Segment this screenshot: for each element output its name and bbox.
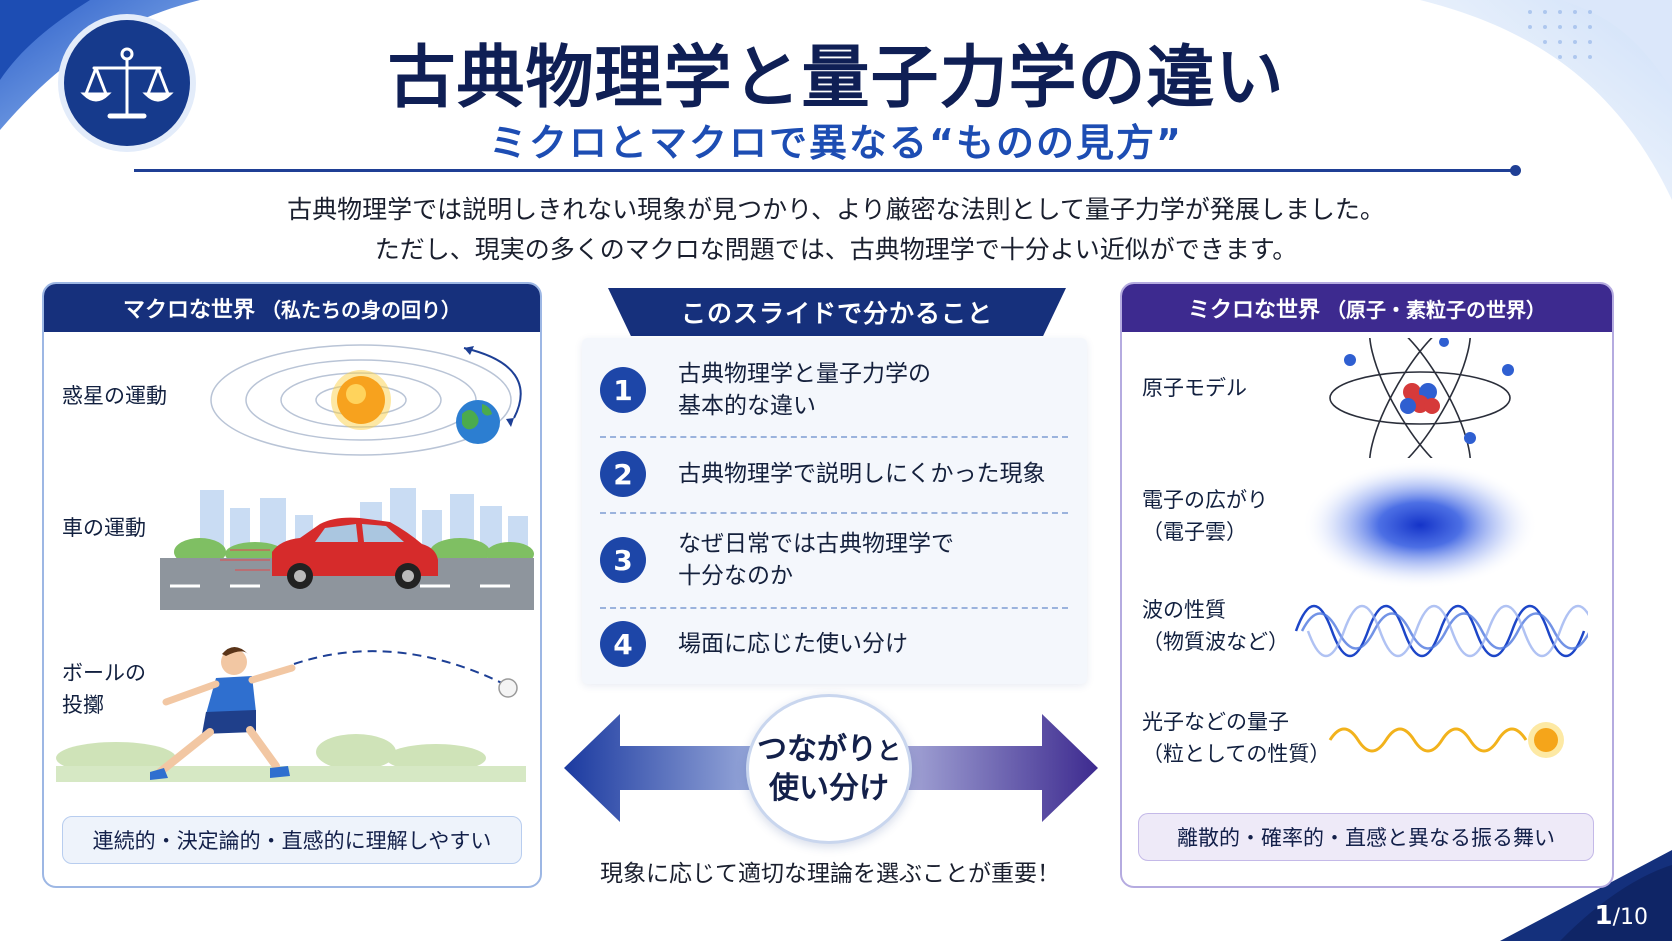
goal-divider — [600, 512, 1068, 514]
earth-icon — [456, 400, 500, 444]
goal-text-3-line2: 十分なのか — [678, 563, 793, 589]
page-total: /10 — [1612, 905, 1648, 930]
connection-circle-particle: と — [877, 736, 901, 765]
connection-circle: つながりと 使い分け — [746, 694, 912, 844]
macro-world-title: マクロな世界 — [122, 298, 255, 323]
goal-number-3: 3 — [600, 537, 646, 583]
page-title: 古典物理学と量子力学の違い — [387, 39, 1285, 118]
boy-throwing-icon — [150, 647, 296, 780]
micro-item-photon-label-2: （粒としての性質） — [1142, 742, 1331, 766]
micro-summary-text: 離散的・確率的・直感と異なる振る舞い — [1177, 826, 1555, 850]
connection-circle-line2: 使い分け — [769, 770, 889, 806]
macro-item-planet-label: 惑星の運動 — [62, 384, 167, 408]
intro-line-2: ただし、現実の多くのマクロな問題では、古典物理学で十分よい近似ができます。 — [374, 235, 1298, 264]
wave-icon — [1294, 604, 1588, 658]
micro-world-panel: ミクロな世界 （原子・素粒子の世界） — [1120, 282, 1614, 888]
goal-text-3-line1: なぜ日常では古典物理学で — [678, 531, 954, 557]
micro-world-title-note: （原子・素粒子の世界） — [1326, 297, 1546, 322]
bottom-note: 現象に応じて適切な理論を選ぶことが重要！ — [600, 861, 1060, 887]
goal-text-2-line1: 古典物理学で説明しにくかった現象 — [678, 461, 1046, 487]
connection-circle-line1: つながり — [757, 731, 877, 767]
planet-orbit-illustration — [210, 344, 522, 456]
goal-item-3: 3 なぜ日常では古典物理学で 十分なのか — [600, 520, 1070, 600]
macro-summary-text: 連続的・決定論的・直感的に理解しやすい — [92, 829, 492, 853]
title-divider — [134, 169, 1518, 172]
page-subtitle: ミクロとマクロで異なる“ものの見方” — [489, 121, 1183, 165]
electron-cloud-icon — [1302, 461, 1538, 589]
photon-icon — [1328, 722, 1564, 758]
goal-item-2: 2 古典物理学で説明しにくかった現象 — [600, 446, 1070, 502]
macro-summary-box: 連続的・決定論的・直感的に理解しやすい — [62, 816, 522, 864]
title-divider-dot — [1510, 165, 1521, 176]
logo-badge — [64, 20, 190, 146]
goal-item-1: 1 古典物理学と量子力学の 基本的な違い — [600, 350, 1070, 430]
car-motion-illustration — [160, 488, 534, 610]
page-number: 1/10 — [1595, 901, 1649, 931]
goal-divider — [600, 436, 1068, 438]
micro-item-cloud-label-2: （電子雲） — [1142, 520, 1247, 544]
goal-number-1: 1 — [600, 367, 646, 413]
micro-summary-box: 離散的・確率的・直感と異なる振る舞い — [1138, 813, 1594, 861]
goal-text-1-line1: 古典物理学と量子力学の — [678, 361, 931, 387]
goal-divider — [600, 607, 1068, 609]
ball-throw-illustration — [56, 647, 526, 782]
macro-item-ball-label-2: 投擲 — [62, 693, 104, 717]
page-current: 1 — [1594, 901, 1613, 931]
macro-world-header: マクロな世界 （私たちの身の回り） — [44, 284, 540, 332]
goal-text-1-line2: 基本的な違い — [678, 393, 816, 419]
slide-goals-list — [582, 338, 1087, 684]
goal-number-4: 4 — [600, 621, 646, 667]
micro-item-cloud-label-1: 電子の広がり — [1142, 488, 1268, 512]
sun-icon — [331, 370, 391, 430]
goal-text-4-line1: 場面に応じた使い分け — [678, 631, 908, 657]
ball-icon — [498, 678, 518, 698]
goal-item-4: 4 場面に応じた使い分け — [600, 617, 1070, 671]
car-icon — [272, 517, 438, 589]
slide-goals-header: このスライドで分かること — [608, 288, 1066, 336]
balance-scale-icon — [80, 47, 174, 119]
macro-item-car-label: 車の運動 — [62, 516, 146, 540]
micro-world-header: ミクロな世界 （原子・素粒子の世界） — [1122, 284, 1612, 332]
goal-number-2: 2 — [600, 451, 646, 497]
micro-item-atom-label: 原子モデル — [1142, 376, 1247, 400]
micro-item-wave-label-1: 波の性質 — [1142, 598, 1226, 622]
micro-item-photon-label-1: 光子などの量子 — [1142, 710, 1289, 734]
macro-item-ball-label-1: ボールの — [62, 661, 146, 685]
atom-icon — [1329, 338, 1514, 458]
intro-line-1: 古典物理学では説明しきれない現象が見つかり、より厳密な法則として量子力学が発展し… — [287, 195, 1385, 224]
micro-item-wave-label-2: （物質波など） — [1142, 630, 1289, 654]
macro-world-title-note: （私たちの身の回り） — [261, 297, 461, 322]
micro-world-title: ミクロな世界 — [1187, 298, 1320, 323]
